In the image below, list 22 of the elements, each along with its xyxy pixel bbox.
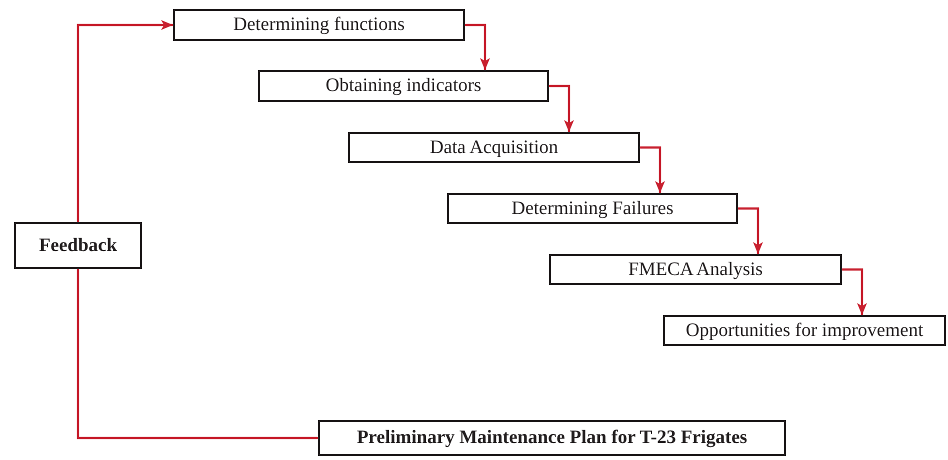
box-label: Preliminary Maintenance Plan for T-23 Frigates [356, 427, 748, 449]
process-box [663, 315, 946, 346]
arrow [549, 84, 574, 132]
process-box [14, 222, 142, 269]
box-label: Opportunities for improvement [686, 320, 924, 342]
process-box [318, 420, 786, 456]
arrow [842, 268, 867, 315]
box-label: Determining Failures [512, 198, 674, 220]
arrow [640, 146, 665, 193]
process-box [173, 9, 465, 41]
process-box [549, 254, 842, 285]
process-box [348, 132, 640, 163]
box-label: Data Acquisition [430, 136, 558, 158]
arrow [465, 24, 490, 70]
box-label: Obtaining indicators [326, 75, 482, 97]
arrow [76, 20, 173, 222]
process-box [258, 70, 549, 102]
box-label: Determining functions [233, 14, 405, 36]
process-box [447, 193, 738, 224]
box-label: FMECA Analysis [628, 258, 763, 280]
box-label: Feedback [38, 234, 118, 256]
arrow [738, 207, 763, 254]
